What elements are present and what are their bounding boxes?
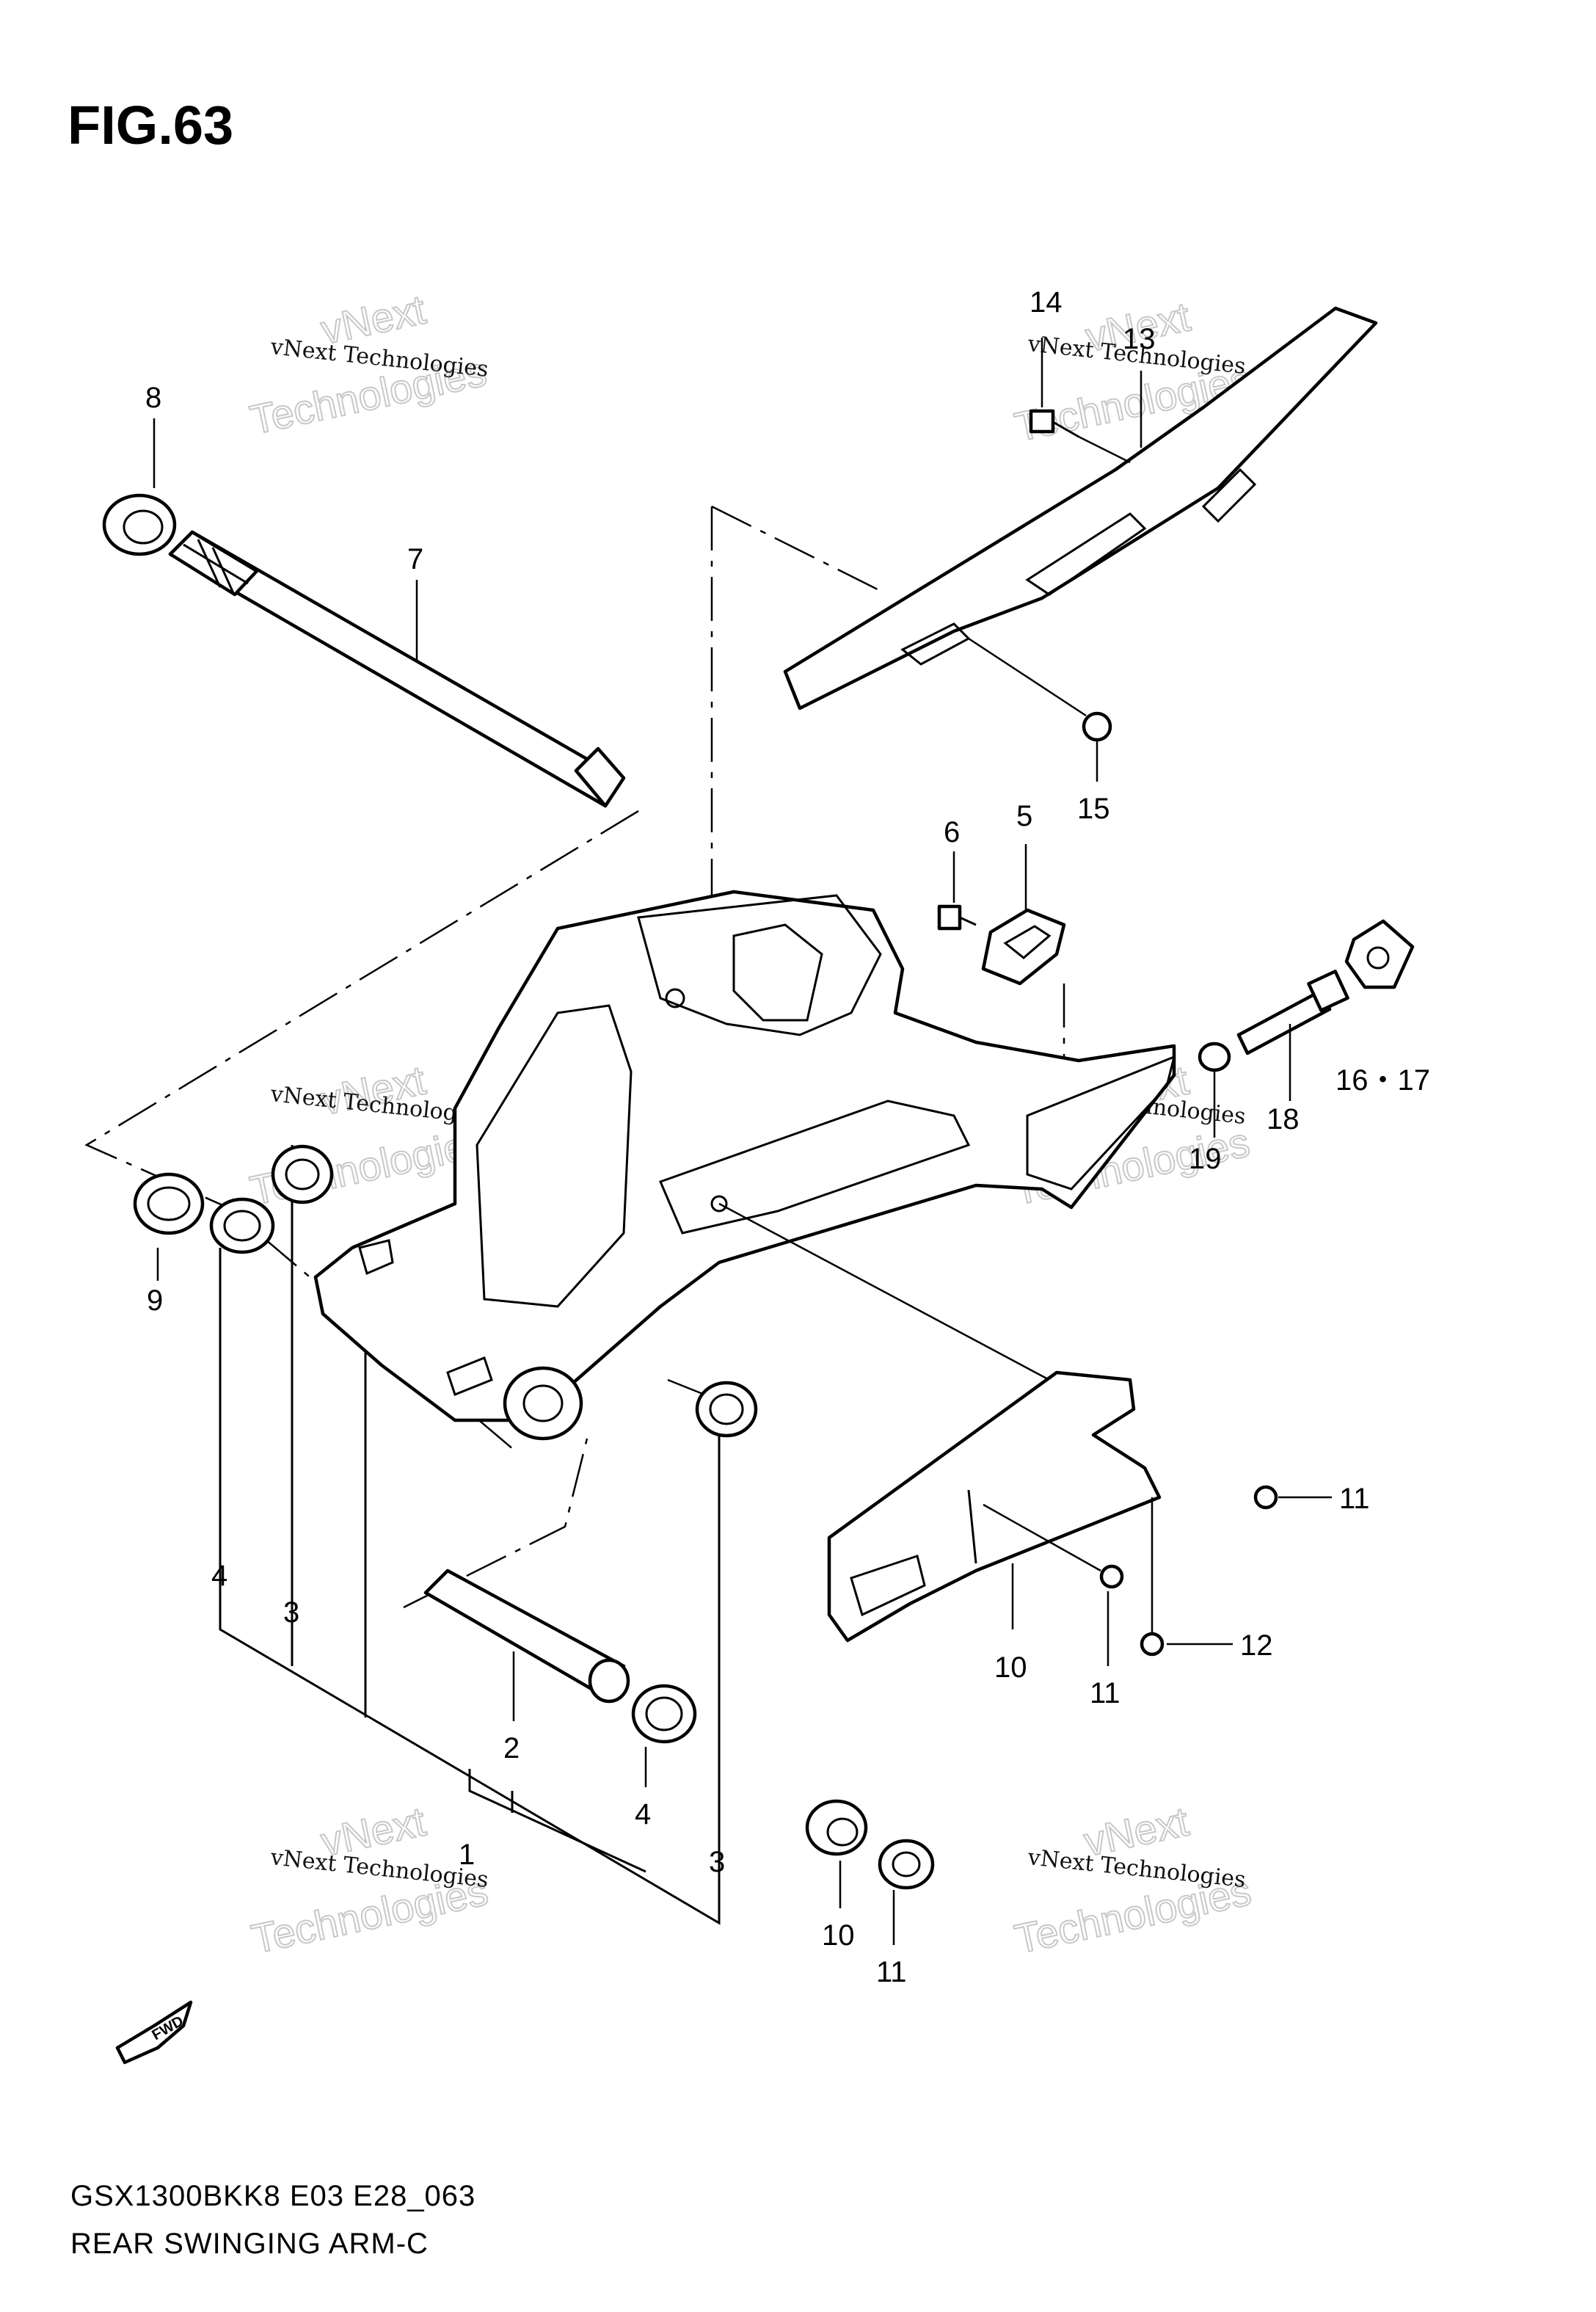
callout-3-a: 3 (283, 1596, 299, 1629)
part-10-collar (805, 1799, 868, 1908)
part-14-bolt (1029, 338, 1131, 464)
part-4-bearing-lower (631, 1684, 697, 1787)
callout-3-b: 3 (709, 1846, 725, 1878)
watermark-mid-left: Technologies vNext (245, 1055, 491, 1214)
callout-15: 15 (1077, 793, 1110, 825)
part-5-bracket (981, 844, 1066, 986)
part-12-nut (878, 1839, 935, 1945)
callout-11-c: 12 (1240, 1629, 1273, 1662)
part-2-spacer (423, 1568, 630, 1721)
leader-10-to-arm (718, 1202, 1050, 1381)
callout-1: 1 (459, 1839, 475, 1871)
callout-18: 18 (1267, 1103, 1300, 1135)
part-11-screw-lower (1140, 1497, 1233, 1657)
part-3-bearing-left (271, 1144, 334, 1204)
part-10-chain-guard (827, 1370, 1162, 1643)
callout-19: 19 (1189, 1143, 1222, 1175)
part-15-clip (968, 637, 1112, 782)
callout-9: 9 (147, 1284, 163, 1317)
callout-13: 13 (1123, 323, 1156, 355)
swing-arm-body (313, 890, 1176, 1441)
figure-title: FIG.63 (68, 95, 234, 156)
callout-10-a: 10 (994, 1651, 1027, 1684)
callout-5: 5 (1016, 800, 1032, 832)
model-code: GSX1300BKK8 E03 E28_063 (70, 2180, 476, 2212)
part-8-lock-nut (102, 493, 177, 556)
callout-11-a: 11 (1339, 1483, 1370, 1515)
part-3-bearing-right (695, 1381, 758, 1438)
callout-numbers: 8 7 14 13 15 5 6 16・17 18 19 9 11 4 3 10… (145, 286, 1430, 1988)
callout-11-b: 11 (1090, 1677, 1121, 1709)
part-16-17-adjuster (1344, 919, 1415, 989)
callout-7: 7 (407, 543, 423, 575)
callout-14: 14 (1030, 286, 1063, 319)
callout-8: 8 (145, 382, 161, 414)
part-13-chain-case (783, 306, 1378, 710)
callout-4-a: 4 (211, 1560, 227, 1592)
part-9-bushing (133, 1172, 205, 1281)
part-19-nut (1198, 1042, 1231, 1138)
fwd-arrow-icon: FWD (115, 2000, 193, 2065)
callout-4-b: 4 (635, 1798, 651, 1831)
callout-12: 11 (876, 1956, 907, 1988)
part-6-bolt (937, 851, 977, 931)
part-11-screw-mid (983, 1503, 1124, 1666)
part-11-screw-upper (1253, 1485, 1332, 1510)
figure-name: REAR SWINGING ARM-C (70, 2228, 429, 2260)
callout-2: 2 (503, 1732, 520, 1764)
callout-10-b: 10 (822, 1919, 855, 1952)
callout-16-17: 16・17 (1336, 1064, 1430, 1097)
part-18-adjuster-bolt (1236, 970, 1349, 1101)
callout-6: 6 (944, 816, 960, 848)
part-4-bearing-left (209, 1197, 275, 1254)
part-7-pivot-shaft (168, 530, 626, 808)
